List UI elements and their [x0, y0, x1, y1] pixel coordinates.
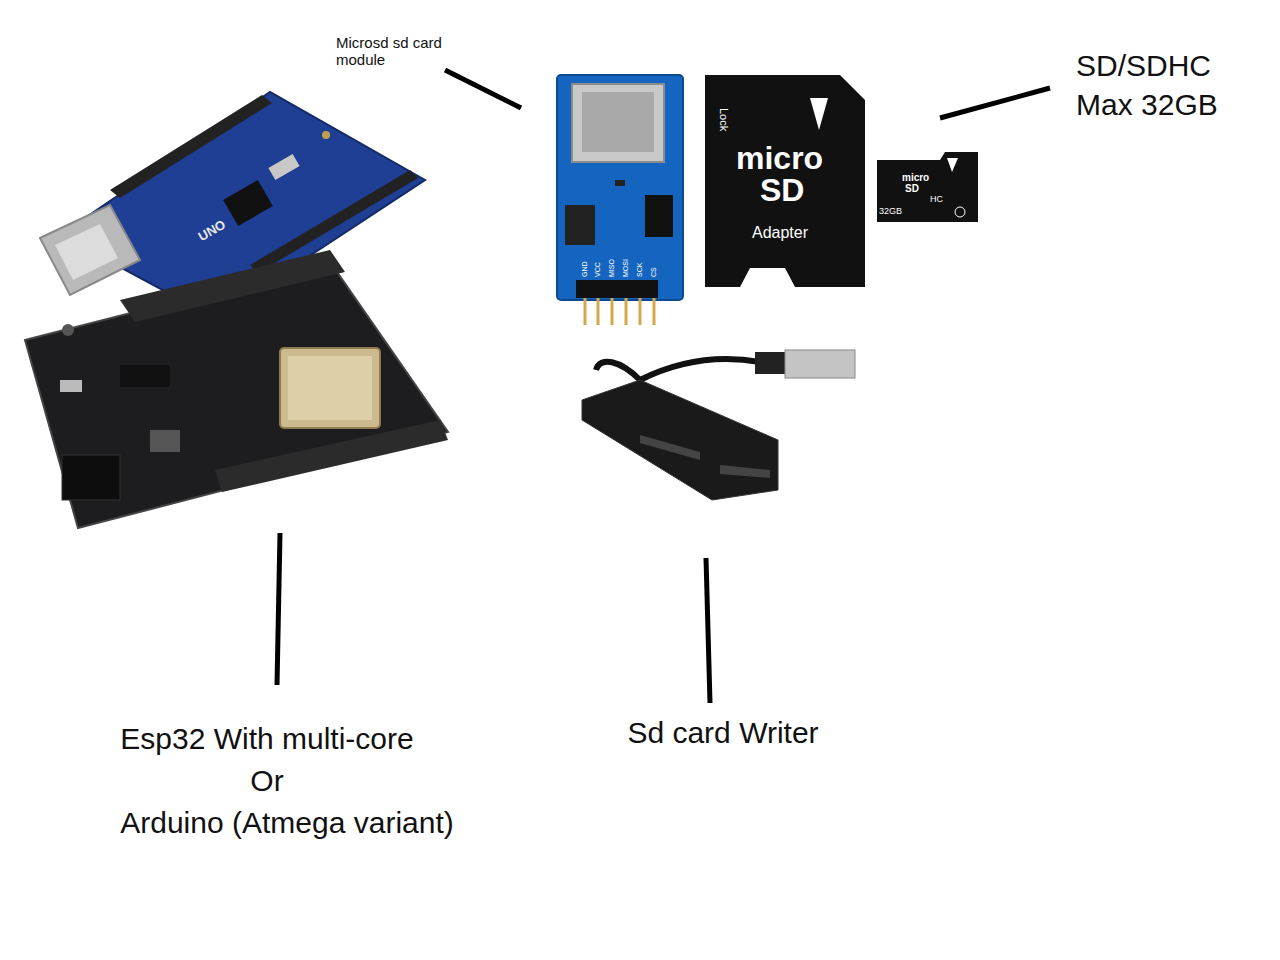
adapter-marking: SD	[760, 172, 804, 209]
pin-name: CS	[650, 267, 658, 277]
sd-adapter	[705, 75, 865, 287]
microsd-card	[877, 152, 978, 222]
card-reader	[582, 350, 855, 500]
pin-name: MISO	[608, 259, 616, 277]
adapter-marking: Lock	[717, 108, 730, 131]
part-label: Arduino (Atmega variant)	[87, 806, 487, 841]
part-label: Esp32 With multi-core	[67, 722, 467, 757]
pin-name: VCC	[594, 262, 602, 277]
esp32-board	[25, 250, 448, 528]
card-marking: HC	[930, 194, 943, 204]
adapter-marking: Adapter	[752, 224, 808, 242]
adapter-marking: micro	[736, 140, 823, 177]
pin-name: MOSI	[622, 259, 630, 277]
card-marking: 32GB	[879, 206, 902, 216]
leader-lines	[277, 70, 1050, 703]
microsd-module	[557, 75, 683, 325]
card-marking: SD	[905, 183, 919, 195]
pin-name: SCK	[636, 263, 644, 277]
card-marking: micro	[902, 172, 929, 184]
part-label: Microsd sd card module	[336, 34, 448, 69]
part-label: Sd card Writer	[523, 716, 923, 751]
part-label: Or	[67, 764, 467, 799]
part-label: SD/SDHC Max 32GB	[1076, 46, 1256, 124]
pin-name: GND	[581, 261, 589, 277]
